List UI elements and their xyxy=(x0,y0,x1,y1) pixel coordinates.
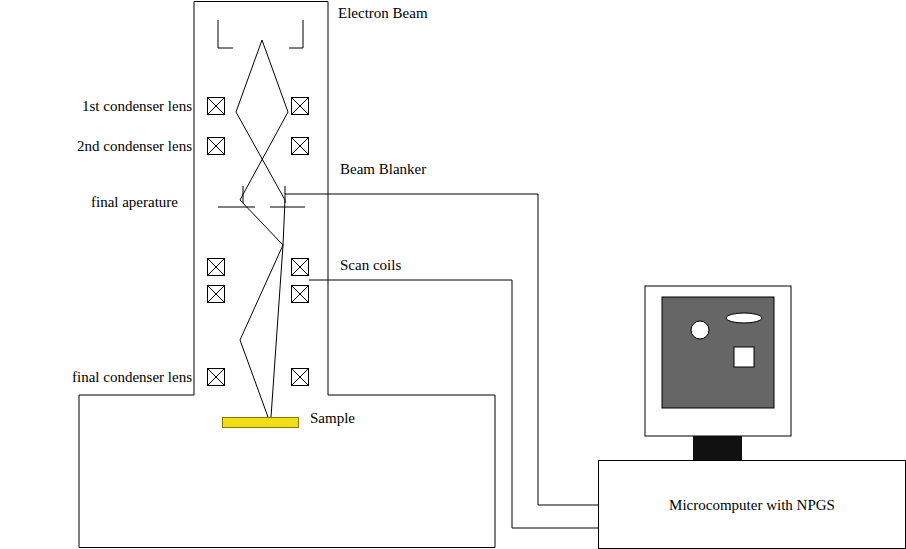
part-label: 2nd condenser lens xyxy=(77,137,192,155)
beam-rays xyxy=(236,40,288,417)
part-label: Electron Beam xyxy=(338,4,428,22)
computer-box: Microcomputer with NPGS xyxy=(598,460,906,549)
monitor-icon xyxy=(645,286,791,460)
aperture-and-blanker xyxy=(218,186,305,207)
part-label: Beam Blanker xyxy=(340,160,426,178)
part-label: 1st condenser lens xyxy=(82,97,192,115)
sample-plate: Sample xyxy=(222,417,299,428)
sample-label: Sample xyxy=(310,409,355,427)
computer-label: Microcomputer with NPGS xyxy=(669,496,835,514)
part-label: final aperature xyxy=(91,193,178,211)
part-label: final condenser lens xyxy=(72,368,192,386)
control-wires xyxy=(285,194,598,528)
column-outline xyxy=(79,2,495,548)
lens-coils xyxy=(208,98,309,386)
part-label: Scan coils xyxy=(340,256,401,274)
